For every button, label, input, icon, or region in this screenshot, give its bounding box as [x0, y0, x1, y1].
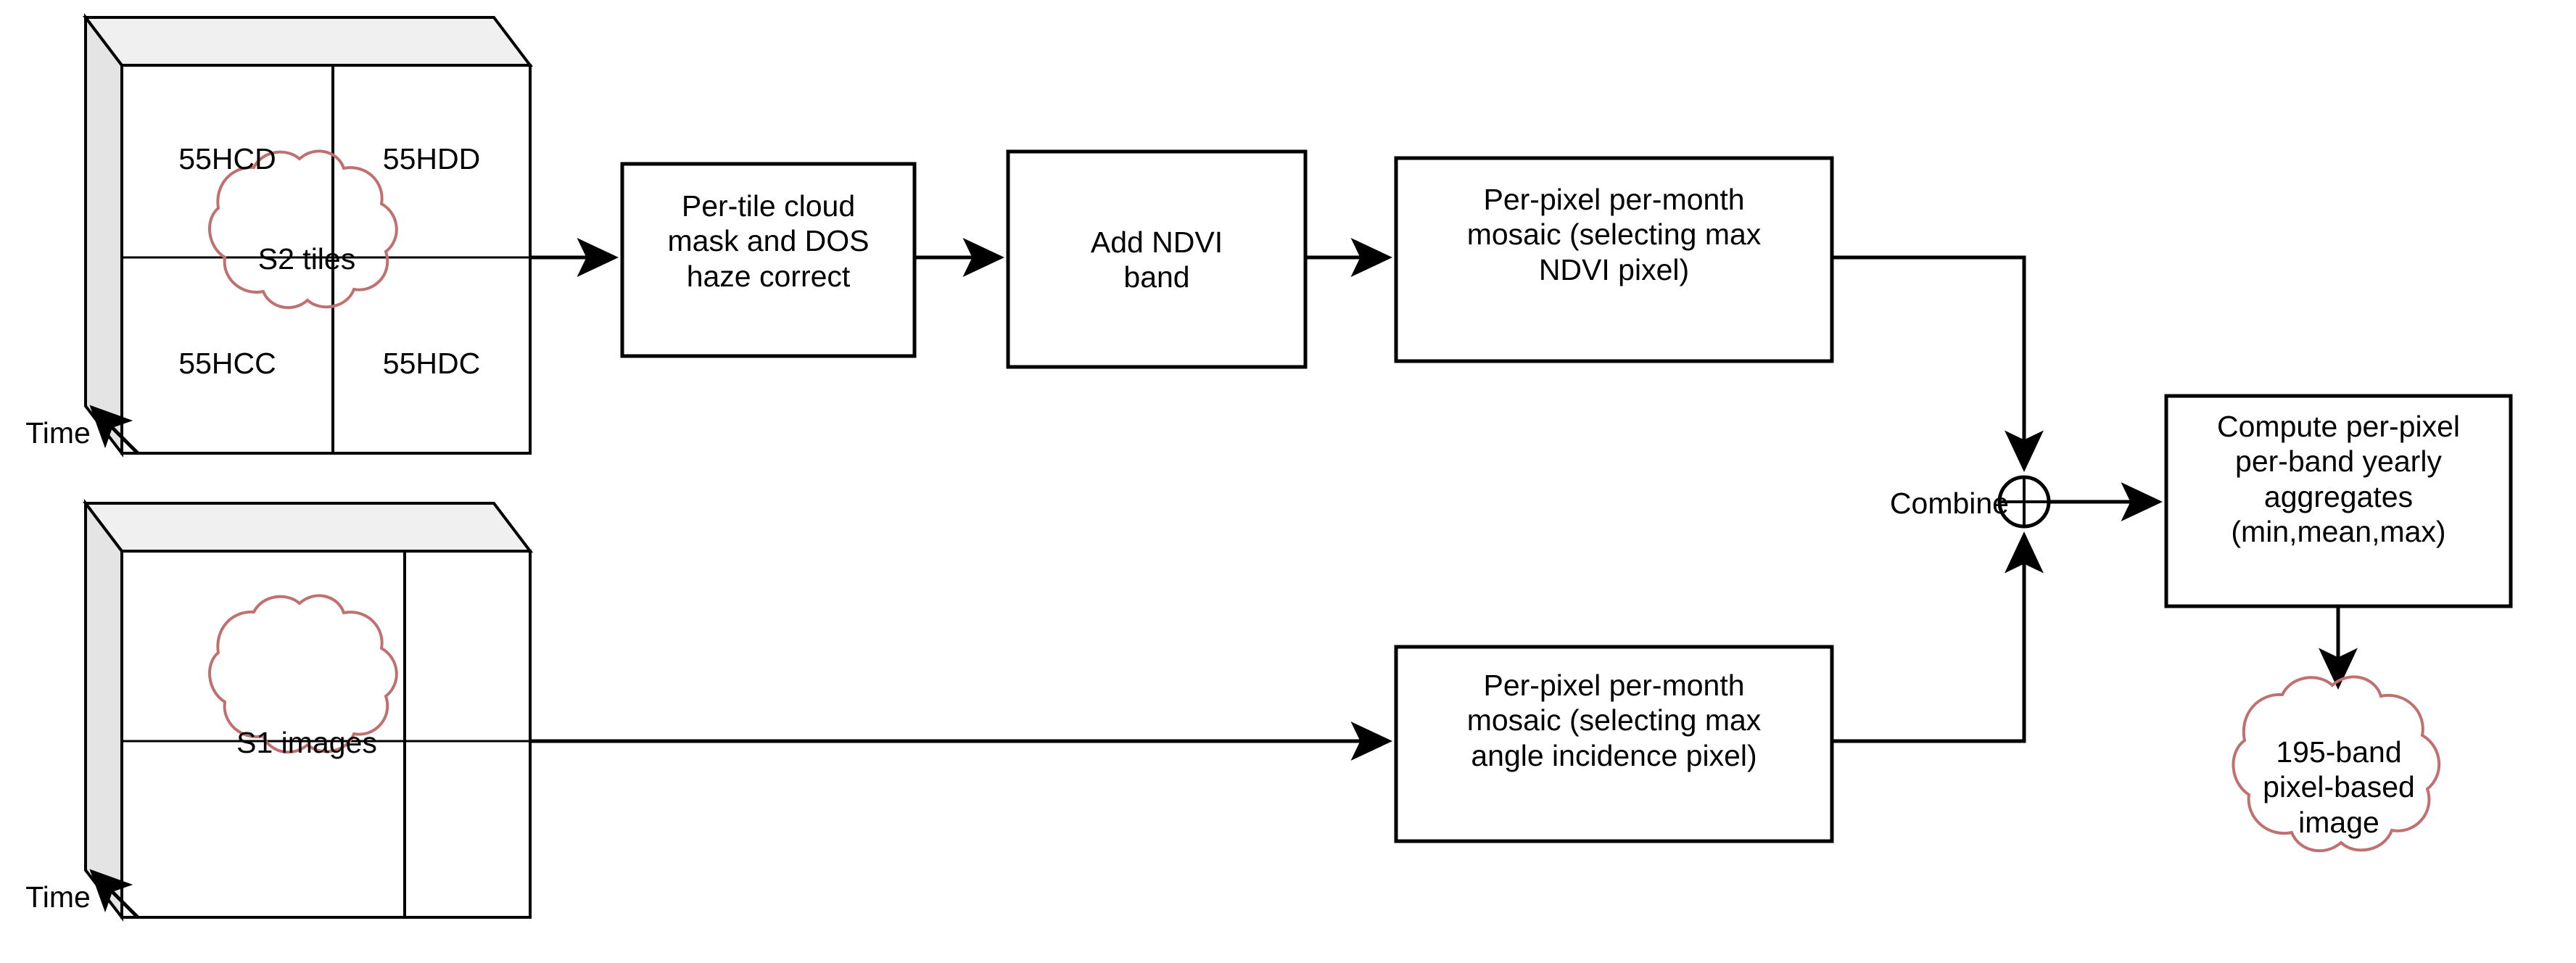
box-add-ndvi-band[interactable]: [1006, 149, 1308, 369]
combine-node[interactable]: [1997, 475, 2051, 529]
s1-cube[interactable]: [82, 499, 534, 922]
s1-cube-front-face: [120, 550, 532, 919]
s1-time-axis-arrow: [89, 869, 139, 919]
box-yearly-aggregates[interactable]: [2164, 394, 2513, 608]
s1-images-cloud[interactable]: [208, 594, 398, 754]
box-s1-monthly-mosaic[interactable]: [1394, 645, 1834, 843]
s2-cube-top-face: [82, 16, 534, 67]
s2-cube-front-face: [120, 64, 532, 455]
s1-cube-top-face: [82, 502, 534, 553]
s2-cube-side-face: [84, 13, 123, 458]
box-cloud-mask-dos[interactable]: [620, 162, 917, 358]
box-s2-monthly-mosaic[interactable]: [1394, 156, 1834, 363]
s2-tiles-cloud[interactable]: [208, 149, 398, 310]
output-image-cloud[interactable]: [2232, 675, 2441, 853]
s2-time-axis-arrow: [89, 405, 139, 455]
s1-cube-side-face: [84, 499, 123, 922]
s2-cube[interactable]: [82, 13, 534, 458]
connector-s1mosaic-to-combine: [1832, 532, 2044, 743]
connector-s2mosaic-to-combine: [1832, 255, 2044, 472]
